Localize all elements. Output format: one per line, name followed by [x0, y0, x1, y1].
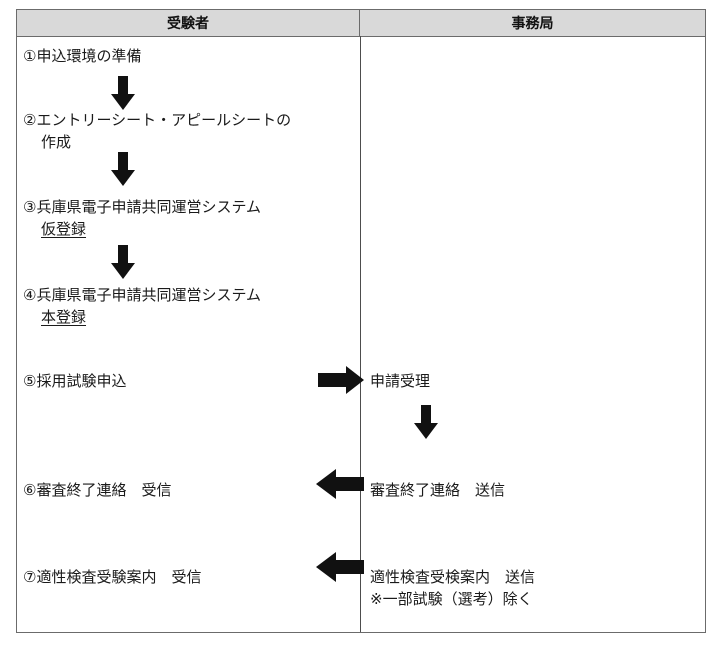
step-5-apply-exam: ⑤採用試験申込: [23, 372, 127, 390]
step-3-provisional-registration: ③兵庫県電子申請共同運営システム 仮登録: [23, 196, 261, 240]
step-2-create-sheets: ②エントリーシート・アピールシートの 作成: [23, 109, 291, 153]
arrow-down-icon: [111, 245, 135, 279]
arrow-down-icon: [111, 76, 135, 110]
step-6-receive-review-notice: ⑥審査終了連絡 受信: [23, 481, 172, 499]
office-step-3-line1: 適性検査受検案内 送信: [370, 568, 536, 586]
step-4-line1: ④兵庫県電子申請共同運営システム: [23, 286, 261, 304]
flow-table: 受験者 事務局: [16, 9, 706, 633]
step-3-line1: ③兵庫県電子申請共同運営システム: [23, 198, 261, 216]
step-1-prepare-environment: ①申込環境の準備: [23, 47, 142, 65]
office-step-send-review-notice: 審査終了連絡 送信: [370, 481, 506, 499]
office-step-send-aptitude-info: 適性検査受検案内 送信 ※一部試験（選考）除く: [370, 566, 535, 610]
step-7-receive-aptitude-info: ⑦適性検査受験案内 受信: [23, 568, 202, 586]
arrow-down-icon: [111, 152, 135, 186]
step-2-line1: ②エントリーシート・アピールシートの: [23, 111, 292, 129]
step-4-full-registration: ④兵庫県電子申請共同運営システム 本登録: [23, 284, 261, 328]
arrow-left-icon: [316, 469, 364, 499]
arrow-left-icon: [316, 552, 364, 582]
column-divider: [360, 36, 361, 632]
header-office: 事務局: [360, 10, 705, 37]
office-step-3-line2: ※一部試験（選考）除く: [370, 590, 533, 608]
arrow-right-icon: [318, 366, 364, 394]
office-step-receive-application: 申請受理: [370, 372, 431, 390]
step-2-line2: 作成: [41, 133, 72, 151]
step-3-line2: 仮登録: [41, 220, 87, 238]
arrow-down-icon: [414, 405, 438, 439]
header-applicant: 受験者: [17, 10, 360, 37]
step-4-line2: 本登録: [41, 308, 87, 326]
